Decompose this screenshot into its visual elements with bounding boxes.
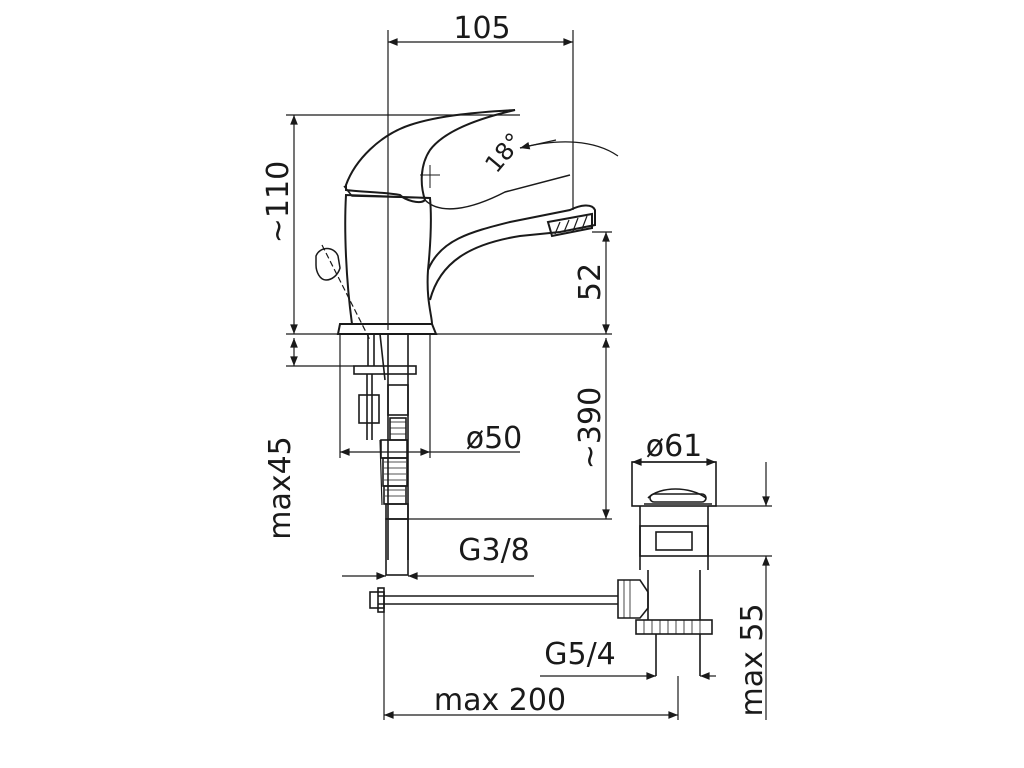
- dim-height-top: ~110: [261, 161, 296, 243]
- dim-supply-thread: G3/8: [458, 533, 530, 568]
- dim-drain-depth: max 55: [735, 603, 770, 716]
- mounting-assembly: [353, 333, 417, 576]
- dimension-lines: [286, 30, 772, 720]
- dim-spout-height: 52: [573, 263, 608, 301]
- dim-drain-thread: G5/4: [544, 637, 616, 672]
- dimension-labels: 105 ~110 18° 52 ~390 ø50 ø61 max45 G3/8 …: [261, 11, 770, 718]
- dim-width-top: 105: [453, 11, 510, 46]
- dim-body-length: ~390: [573, 387, 608, 469]
- dim-base-diameter: ø50: [466, 421, 523, 456]
- drain-assembly: [369, 461, 717, 676]
- dim-drain-diameter: ø61: [646, 429, 703, 464]
- dim-bottom-max: max45: [263, 436, 298, 540]
- dim-rod-length: max 200: [434, 683, 566, 718]
- faucet-body: [315, 109, 596, 341]
- dim-angle: 18°: [479, 128, 528, 179]
